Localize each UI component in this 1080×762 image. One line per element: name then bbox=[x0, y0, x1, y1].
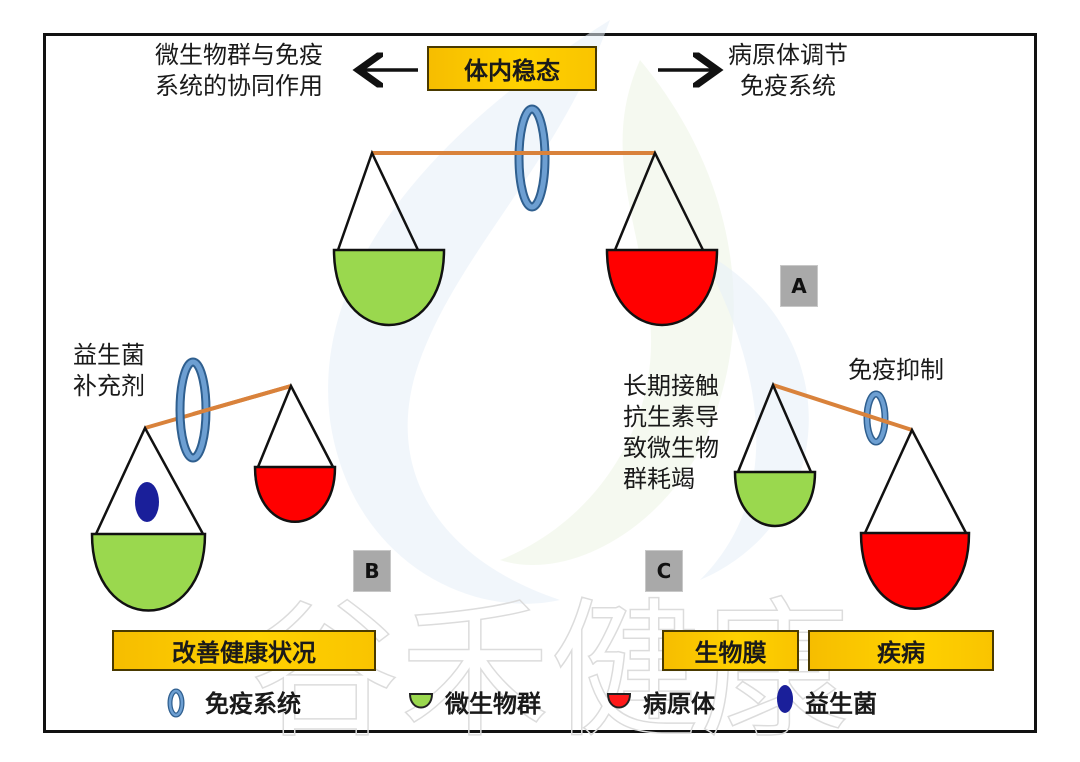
scale-c bbox=[733, 381, 971, 610]
outcome-disease: 疾病 bbox=[808, 630, 994, 671]
legend-label-probiotic: 益生菌 bbox=[805, 690, 877, 718]
pathogen-bowl-b bbox=[253, 465, 337, 523]
scale-a bbox=[332, 104, 719, 327]
panel-c-note-right: 免疫抑制 bbox=[848, 356, 944, 384]
panel-label-c: C bbox=[645, 550, 683, 592]
panel-b-note: 益生菌 补充剂 bbox=[73, 341, 145, 400]
panel-label-b: B bbox=[353, 550, 391, 592]
pathogen-bowl-a bbox=[605, 248, 719, 327]
scale-b bbox=[90, 357, 337, 612]
legend-label-pathogen: 病原体 bbox=[643, 690, 715, 718]
top-right-note: 病原体调节 免疫系统 bbox=[728, 41, 848, 100]
title-box: 体内稳态 bbox=[427, 46, 597, 91]
panel-label-a: A bbox=[780, 265, 818, 307]
outcome-biofilm: 生物膜 bbox=[662, 630, 799, 671]
microbiota-bowl-c bbox=[733, 470, 817, 528]
pathogen-bowl-c bbox=[859, 531, 971, 610]
legend-label-microbiota: 微生物群 bbox=[445, 690, 541, 718]
microbiota-bowl-a bbox=[332, 248, 446, 327]
top-left-note: 微生物群与免疫 系统的协同作用 bbox=[155, 41, 323, 100]
legend-label-immune: 免疫系统 bbox=[205, 690, 301, 718]
outcome-improved-health: 改善健康状况 bbox=[112, 630, 376, 671]
microbiota-bowl-b bbox=[90, 532, 207, 612]
panel-c-note-left: 长期接触 抗生素导 致微生物 群耗竭 bbox=[623, 372, 719, 493]
probiotic-dot-b bbox=[135, 482, 159, 522]
